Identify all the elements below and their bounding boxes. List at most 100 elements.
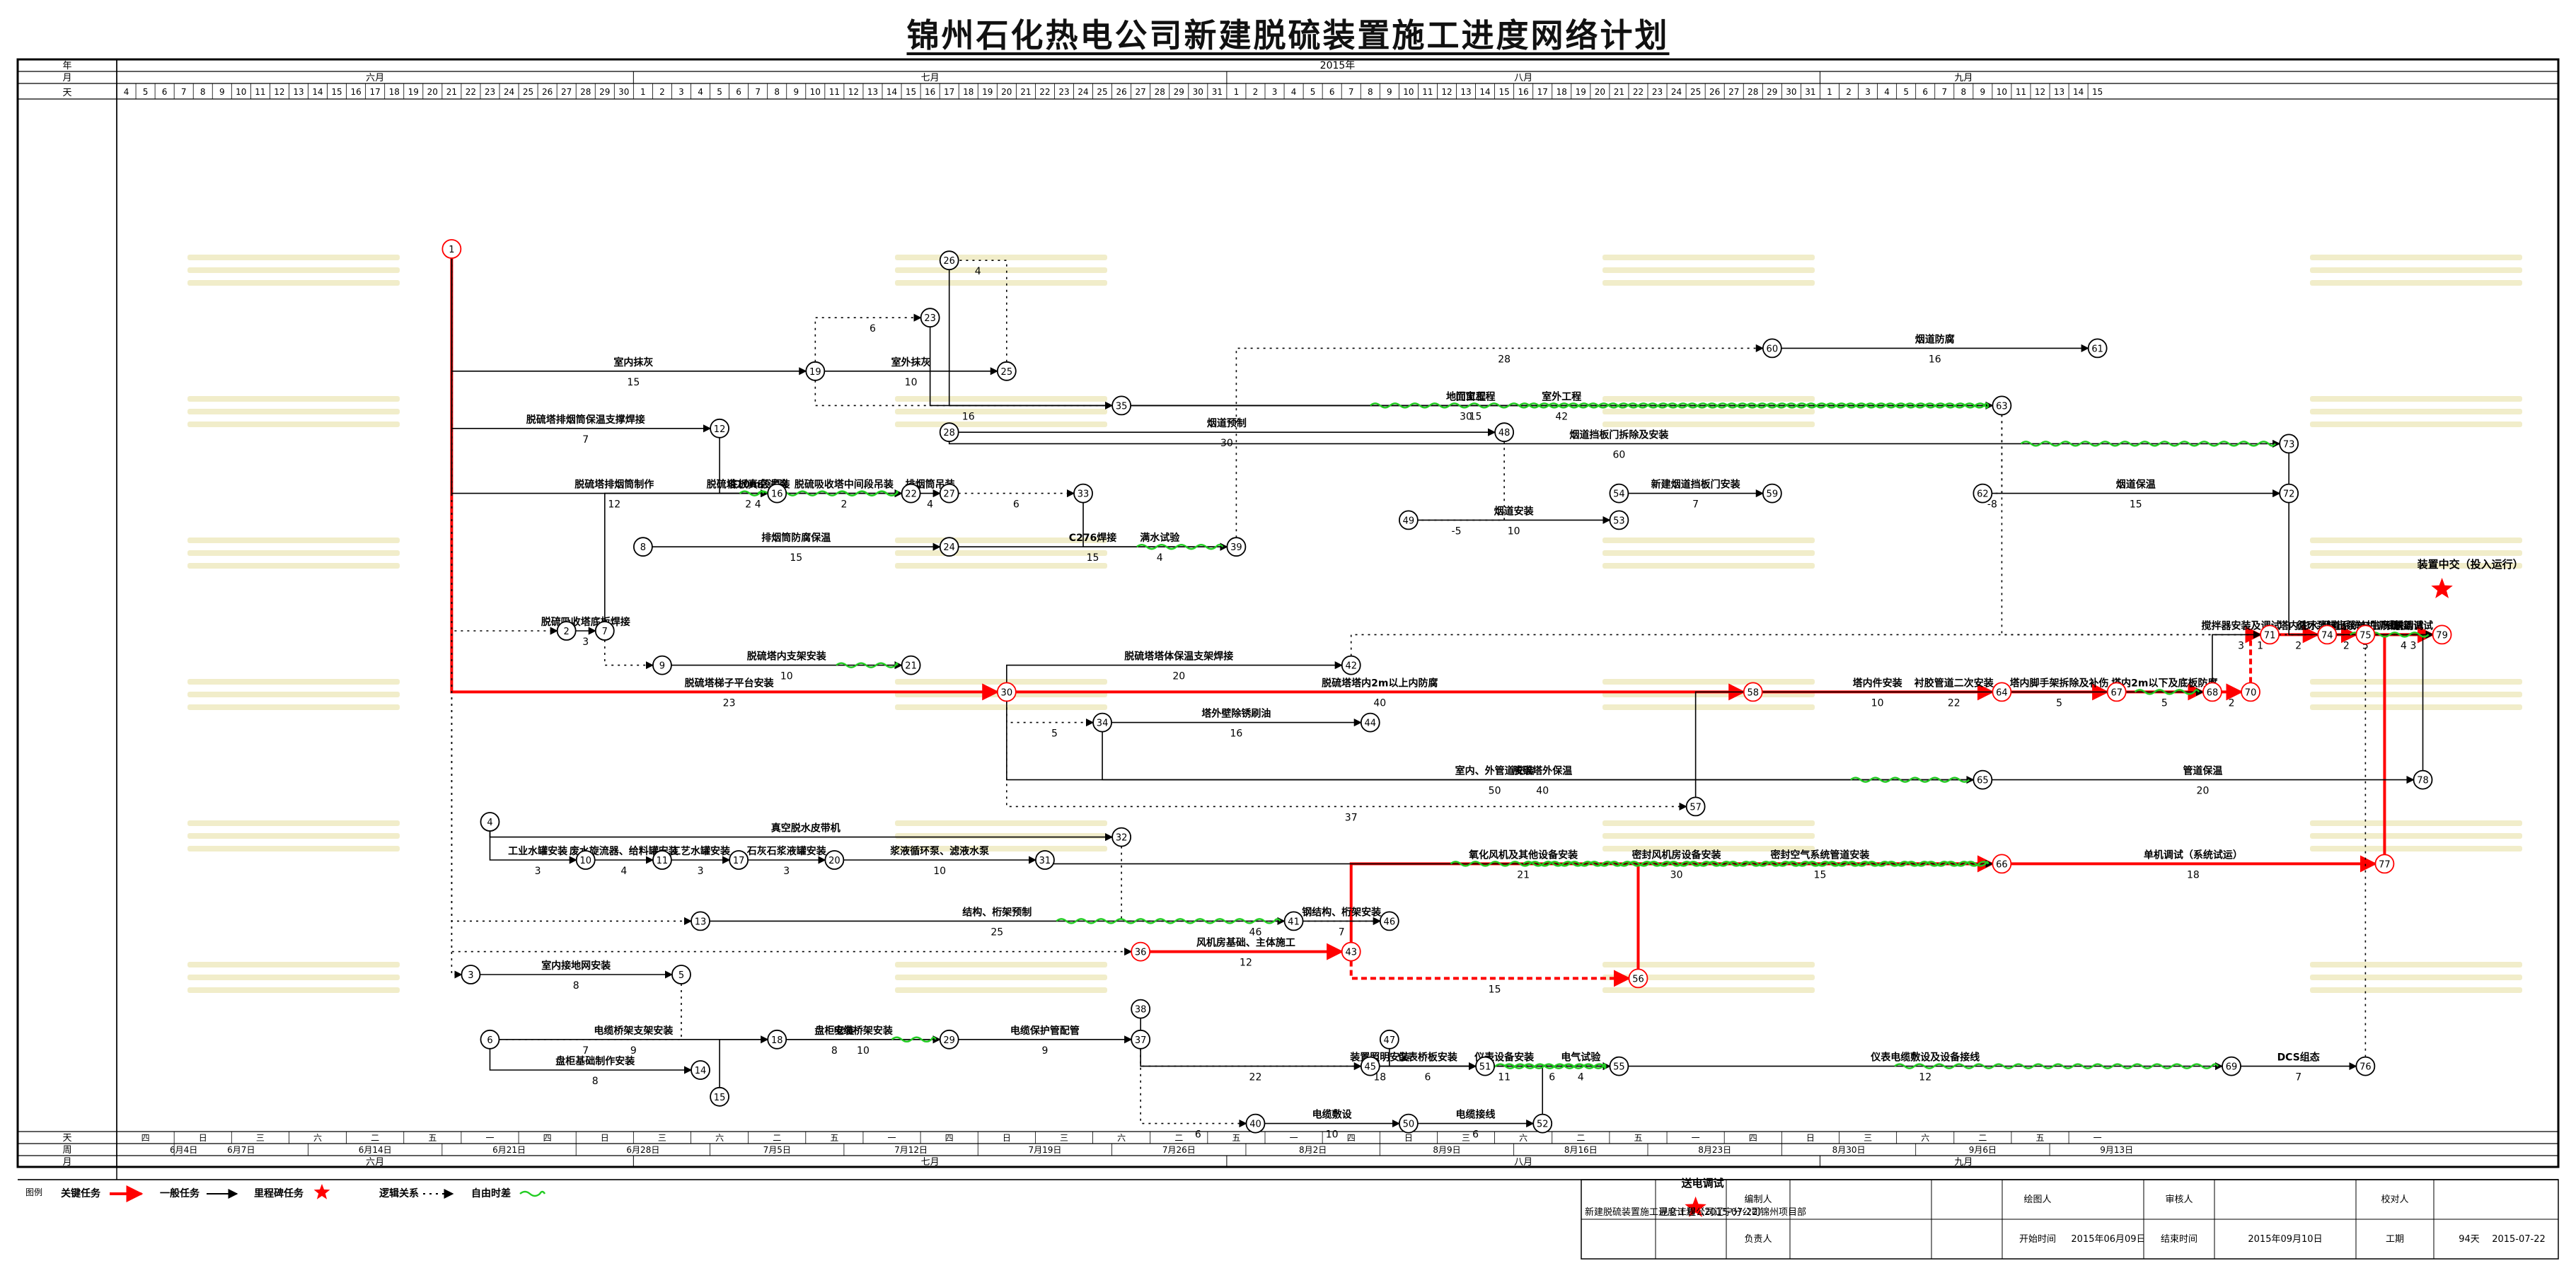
activity-duration: 3 [698, 866, 704, 877]
activity-arrow-73-79 [2288, 453, 2434, 639]
activity-duration: 16 [1230, 728, 1243, 740]
node-1 [441, 239, 462, 259]
activity-duration: 8 [592, 1076, 599, 1087]
activity-label: 塔内件安装 [1853, 677, 1903, 689]
footer-weekday: 二 [1174, 1133, 1183, 1143]
node-55 [1609, 1056, 1629, 1076]
activity-arrow-30-42 [1006, 661, 1343, 683]
header-day: 6 [162, 87, 168, 97]
footer-weekday: 一 [1692, 1133, 1700, 1143]
node-57 [1685, 796, 1706, 817]
activity-arrow-1-2 [451, 258, 558, 635]
header-day: 2 [659, 87, 665, 97]
header-day: 1 [640, 87, 646, 97]
activity-label: 室外抹灰 [891, 356, 931, 368]
header-day: 23 [485, 87, 495, 97]
node-14 [691, 1060, 710, 1080]
activity-label: 系统调试 [2384, 620, 2423, 632]
header-day: 15 [1498, 87, 1509, 97]
activity-duration: 2 [2295, 640, 2301, 651]
activity-label: 塔外壁除锈刷油 [1201, 708, 1271, 720]
node-3 [461, 965, 481, 984]
activity-arrow-78-79 [2422, 630, 2434, 771]
header-day: 13 [1460, 87, 1471, 97]
header-day: 28 [580, 87, 591, 97]
node-number: 42 [1345, 661, 1357, 672]
node-17 [729, 850, 749, 870]
activity-arrow-43-56 [1349, 960, 1631, 987]
node-number: 43 [1345, 948, 1357, 958]
node-number: 49 [1403, 516, 1415, 526]
header-day: 11 [829, 87, 840, 97]
node-51 [1475, 1056, 1495, 1076]
watermark-mark [895, 422, 1107, 427]
node-70 [2241, 682, 2260, 702]
header-day: 4 [1884, 87, 1890, 97]
activity-arrow-1-30 [450, 258, 1000, 701]
node-27 [939, 483, 959, 504]
node-number: 39 [1230, 542, 1242, 553]
activity-duration: 9 [1041, 1045, 1048, 1057]
activity-label: 搅拌器安装及调试 [2202, 620, 2281, 632]
node-number: 19 [809, 367, 821, 378]
watermark-mark [2310, 692, 2522, 697]
watermark-mark [187, 537, 400, 543]
header-day: 22 [466, 87, 476, 97]
node-number: 48 [1498, 428, 1511, 438]
header-day: 16 [925, 87, 935, 97]
node-69 [2222, 1056, 2241, 1076]
footer-weekday: 一 [888, 1133, 896, 1143]
info-date: 2015-07-22 [2492, 1234, 2546, 1245]
activity-duration: 7 [1339, 926, 1345, 938]
node-53 [1609, 510, 1629, 530]
footer-month-label: 月 [62, 1157, 71, 1168]
milestone-layer: 装置中交（投入运行）送电调试 [1681, 558, 2524, 1217]
header-day: 14 [312, 87, 323, 97]
activity-duration: 8 [831, 1045, 838, 1057]
activity-label: 烟道预制 [1207, 417, 1247, 429]
watermark-mark [2310, 550, 2522, 556]
node-number: 79 [2436, 630, 2448, 641]
activity-label: 排烟筒防腐保温 [761, 532, 831, 544]
free-float-wave [1056, 918, 1281, 924]
footer-weekday: 五 [1232, 1133, 1240, 1143]
node-number: 16 [771, 489, 783, 500]
node-number: 53 [1613, 516, 1625, 526]
footer-weekday: 五 [830, 1133, 838, 1143]
activity-duration: 7 [582, 1045, 589, 1057]
activity-arrow-19-23 [814, 313, 922, 362]
header-day: 10 [810, 87, 821, 97]
activity-duration: 12 [608, 499, 620, 511]
node-number: 18 [771, 1035, 783, 1046]
node-number: 41 [1288, 917, 1300, 927]
header-day: 5 [1310, 87, 1316, 97]
milestone-star-icon [2431, 578, 2453, 598]
activity-label: 烟道防腐 [1915, 333, 1955, 345]
node-number: 35 [1116, 401, 1128, 412]
node-12 [710, 418, 729, 438]
watermark-mark [2310, 975, 2522, 980]
watermark-mark [187, 679, 400, 685]
activity-label: 塔内2m以下及底板防腐 [2111, 677, 2217, 689]
activity-duration: 15 [1489, 984, 1501, 995]
activity-duration: 10 [1326, 1129, 1339, 1141]
activity-label: 脱硫吸收塔底板焊接 [541, 616, 630, 628]
footer-weekday: 二 [773, 1133, 781, 1143]
header-day: 9 [219, 87, 225, 97]
header-day: 26 [542, 87, 553, 97]
activity-label: 管道保温 [2183, 765, 2222, 777]
legend-item-label: 关键任务 [61, 1187, 101, 1199]
watermark-mark [1602, 396, 1815, 402]
activity-label: 工艺水罐安装 [671, 845, 731, 857]
header-day: 18 [1556, 87, 1567, 97]
watermark-mark [895, 550, 1107, 556]
activity-duration: 5 [2362, 640, 2369, 651]
activity-duration: 22 [1948, 697, 1960, 709]
activity-label: 脱硫塔外保温 [1513, 765, 1572, 777]
watermark-mark [2310, 422, 2522, 427]
footer-weekday: 日 [1806, 1133, 1815, 1143]
footer-weekday: 二 [1576, 1133, 1585, 1143]
footer-weekday: 三 [1864, 1133, 1872, 1143]
node-number: 12 [714, 424, 726, 435]
node-number: 15 [714, 1093, 726, 1103]
